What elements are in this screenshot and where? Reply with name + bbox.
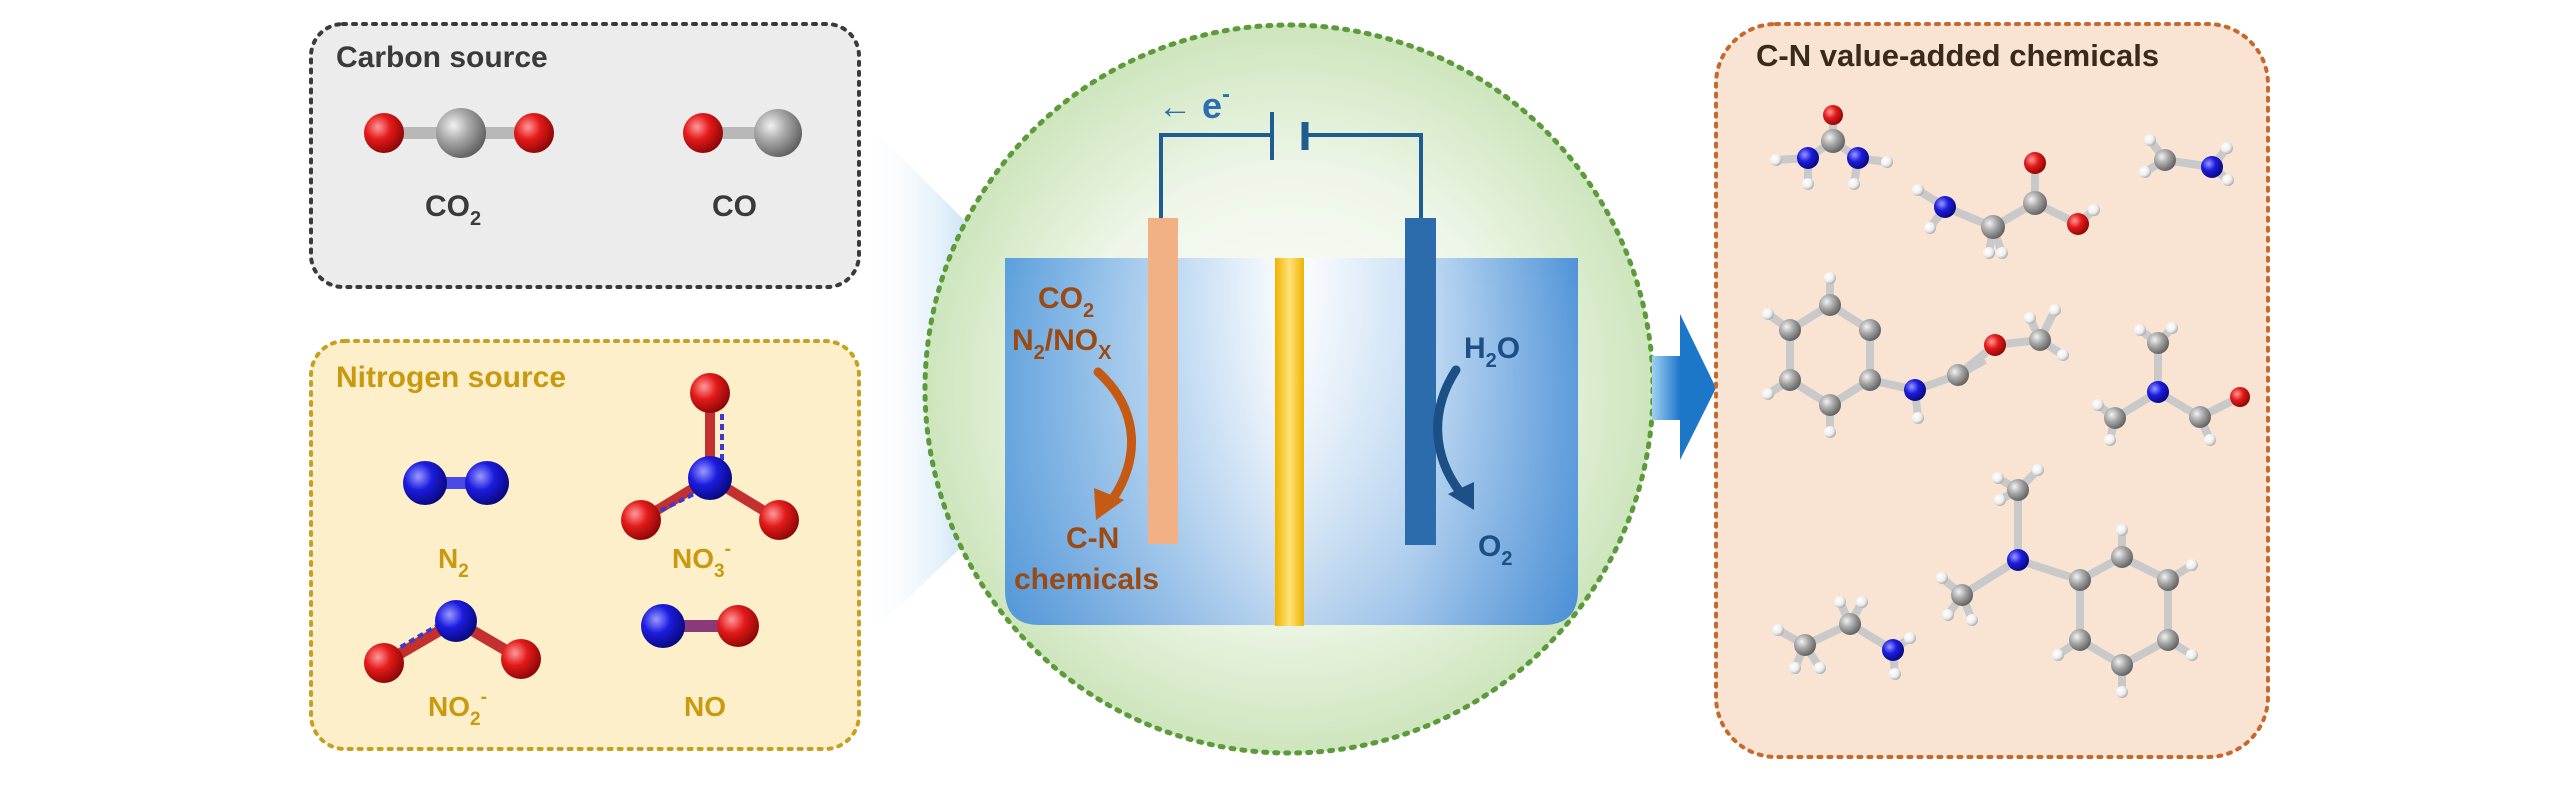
cathode-input-n2-nox: N2/NOX xyxy=(1012,324,1112,364)
nitrogen-atom xyxy=(465,461,509,505)
co2-molecule xyxy=(364,108,554,158)
cathode-wire xyxy=(1159,133,1272,218)
nitrogen-atom xyxy=(688,456,732,500)
cathode-arrow-head xyxy=(1094,488,1124,520)
output-arrow xyxy=(1652,314,1716,460)
cathode-electrode xyxy=(1148,218,1178,544)
oxygen-atom xyxy=(621,500,661,540)
co-label: CO xyxy=(712,190,757,223)
cathode-output-line1: C-N xyxy=(1066,522,1119,555)
anode-wire xyxy=(1305,133,1423,218)
carbon-panel-frame xyxy=(309,22,861,289)
glycine-molecule xyxy=(1912,152,2100,259)
anode-arrow-head xyxy=(1448,482,1474,510)
methylamine-molecule xyxy=(2139,134,2234,186)
membrane xyxy=(1275,258,1304,626)
oxygen-atom xyxy=(501,639,541,679)
products-panel-title: C-N value-added chemicals xyxy=(1756,38,2159,73)
cathode-output-line2: chemicals xyxy=(1014,563,1159,596)
urea-molecule xyxy=(1770,105,1893,190)
nitrogen-source-panel: Nitrogen source N2 NO3- xyxy=(309,339,861,751)
n2-molecule xyxy=(403,461,509,505)
nitrogen-atom xyxy=(641,604,685,648)
electron-flow-label: ←e- xyxy=(1158,81,1230,126)
nitrogen-panel-title: Nitrogen source xyxy=(336,361,566,394)
no2-label: NO2- xyxy=(428,687,487,730)
nitrogen-panel-frame xyxy=(309,339,861,751)
carbon-atom xyxy=(754,109,802,157)
oxygen-atom xyxy=(514,113,554,153)
oxygen-atom xyxy=(364,113,404,153)
phenyl-amide-molecule xyxy=(1762,272,2069,438)
oxygen-atom xyxy=(683,113,723,153)
anode-reaction-arrow xyxy=(1433,365,1465,497)
nitrogen-atom xyxy=(435,600,477,642)
cathode-input-co2: CO2 xyxy=(1038,282,1094,322)
anode-input-h2o: H2O xyxy=(1464,332,1520,372)
ethylamine-molecule xyxy=(1772,596,1916,680)
no2-molecule xyxy=(364,600,541,683)
products-panel-frame xyxy=(1714,22,2270,759)
anode-output-o2: O2 xyxy=(1478,530,1512,570)
oxygen-atom xyxy=(759,500,799,540)
no3-label: NO3- xyxy=(672,539,731,582)
no-molecule xyxy=(641,604,759,648)
oxygen-atom xyxy=(690,373,730,413)
anode-electrode xyxy=(1405,218,1436,545)
co-molecule xyxy=(683,109,802,157)
no-label: NO xyxy=(684,691,726,722)
cathode-reaction-arrow xyxy=(1093,367,1136,505)
nitrogen-atom xyxy=(403,461,447,505)
n2-label: N2 xyxy=(438,543,469,582)
carbon-atom xyxy=(436,108,486,158)
electrolysis-cell-circle: ←e- CO2 N2/NOX C-N chemicals H2O O2 xyxy=(922,22,1656,756)
dimethylaniline-molecule xyxy=(1936,464,2198,698)
oxygen-atom xyxy=(364,643,404,683)
co2-label: CO2 xyxy=(425,190,481,230)
carbon-panel-title: Carbon source xyxy=(336,41,548,74)
oxygen-atom xyxy=(717,605,759,647)
dmf-molecule xyxy=(2092,322,2250,446)
no3-molecule xyxy=(621,373,799,540)
products-panel: C-N value-added chemicals xyxy=(1714,22,2270,759)
carbon-source-panel: Carbon source CO2 CO xyxy=(309,22,861,289)
